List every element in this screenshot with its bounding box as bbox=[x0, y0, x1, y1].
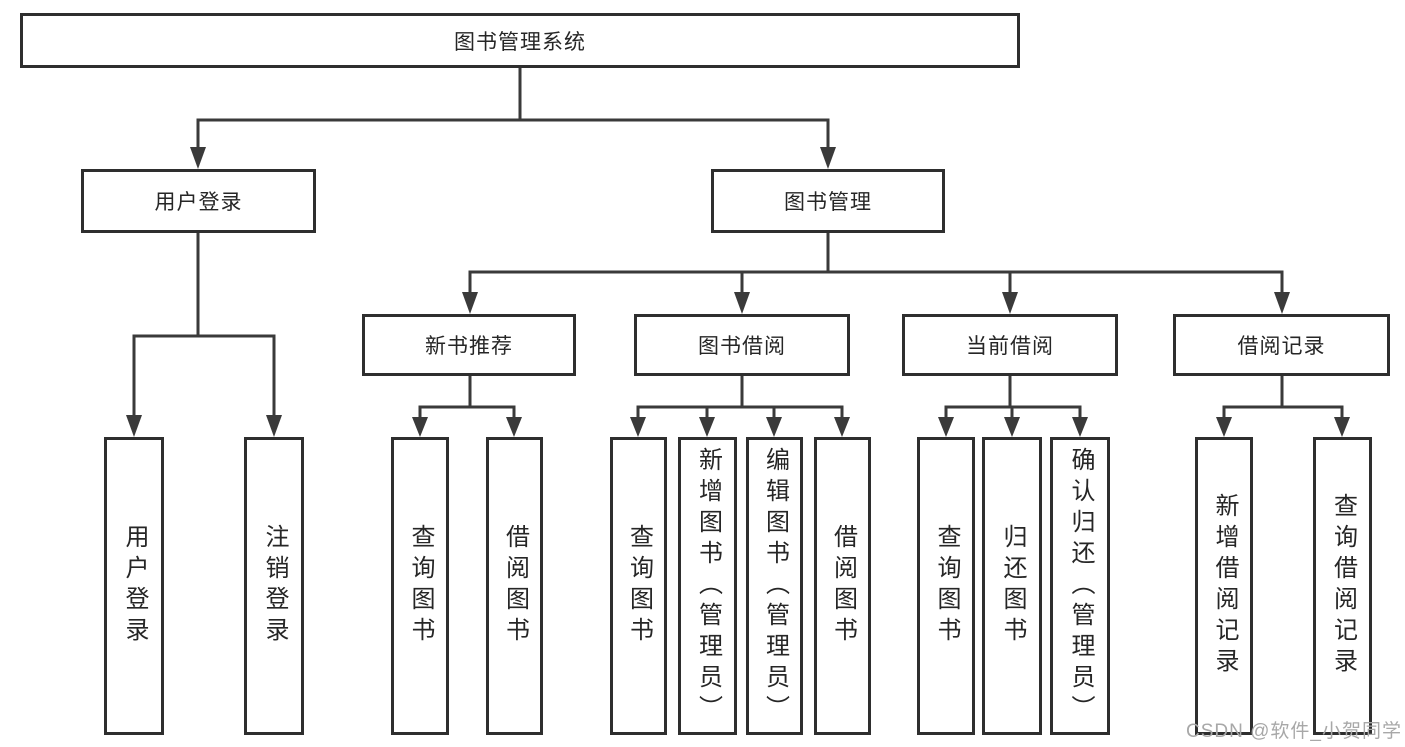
leaf-confirm-return-admin: 确认归还（管理员） bbox=[1050, 437, 1110, 735]
node-current-borrow: 当前借阅 bbox=[902, 314, 1118, 376]
leaf-user-login-label: 用户登录 bbox=[121, 524, 148, 648]
leaf-return-books-label: 归还图书 bbox=[999, 524, 1026, 648]
new-books-connector bbox=[412, 376, 522, 437]
node-book-borrow: 图书借阅 bbox=[634, 314, 850, 376]
node-book-mgmt-label: 图书管理 bbox=[784, 191, 872, 214]
leaf-query-books-1: 查询图书 bbox=[391, 437, 449, 735]
leaf-query-books-1-label: 查询图书 bbox=[407, 524, 434, 648]
leaf-add-books-admin-label: 新增图书（管理员） bbox=[694, 446, 722, 726]
leaf-add-borrow-record: 新增借阅记录 bbox=[1195, 437, 1253, 735]
leaf-query-borrow-record-label: 查询借阅记录 bbox=[1329, 493, 1357, 679]
leaf-borrow-books-1: 借阅图书 bbox=[486, 437, 543, 735]
node-user-login-label: 用户登录 bbox=[154, 191, 243, 214]
node-user-login: 用户登录 bbox=[81, 169, 316, 233]
borrow-records-connector bbox=[1216, 376, 1350, 437]
leaf-edit-books-admin: 编辑图书（管理员） bbox=[746, 437, 803, 735]
node-borrow-records-label: 借阅记录 bbox=[1237, 335, 1326, 358]
node-root-label: 图书管理系统 bbox=[454, 30, 586, 54]
leaf-confirm-return-admin-label: 确认归还（管理员） bbox=[1067, 446, 1094, 726]
node-current-borrow-label: 当前借阅 bbox=[966, 335, 1054, 358]
leaf-return-books: 归还图书 bbox=[982, 437, 1042, 735]
node-root: 图书管理系统 bbox=[20, 13, 1020, 68]
leaf-query-borrow-record: 查询借阅记录 bbox=[1313, 437, 1372, 735]
leaf-logout-label: 注销登录 bbox=[261, 524, 288, 648]
node-book-mgmt: 图书管理 bbox=[711, 169, 945, 233]
leaf-query-books-3: 查询图书 bbox=[917, 437, 975, 735]
leaf-add-books-admin: 新增图书（管理员） bbox=[678, 437, 737, 735]
current-borrow-connector bbox=[938, 376, 1088, 437]
csdn-watermark: CSDN @软件_小贺同学 bbox=[1186, 721, 1402, 742]
user-login-connector bbox=[126, 233, 282, 437]
leaf-query-books-2-label: 查询图书 bbox=[625, 524, 653, 648]
leaf-edit-books-admin-label: 编辑图书（管理员） bbox=[761, 446, 789, 726]
leaf-add-borrow-record-label: 新增借阅记录 bbox=[1211, 493, 1238, 679]
leaf-borrow-books-1-label: 借阅图书 bbox=[501, 524, 529, 648]
leaf-borrow-books-2: 借阅图书 bbox=[814, 437, 871, 735]
leaf-user-login: 用户登录 bbox=[104, 437, 164, 735]
root-connector bbox=[190, 66, 836, 169]
node-new-books: 新书推荐 bbox=[362, 314, 576, 376]
book-mgmt-connector bbox=[462, 233, 1290, 314]
node-book-borrow-label: 图书借阅 bbox=[698, 335, 786, 358]
node-new-books-label: 新书推荐 bbox=[425, 335, 513, 358]
leaf-borrow-books-2-label: 借阅图书 bbox=[829, 524, 857, 648]
leaf-query-books-3-label: 查询图书 bbox=[933, 524, 960, 648]
node-borrow-records: 借阅记录 bbox=[1173, 314, 1390, 376]
leaf-query-books-2: 查询图书 bbox=[610, 437, 667, 735]
book-borrow-connector bbox=[630, 376, 850, 437]
leaf-logout: 注销登录 bbox=[244, 437, 304, 735]
